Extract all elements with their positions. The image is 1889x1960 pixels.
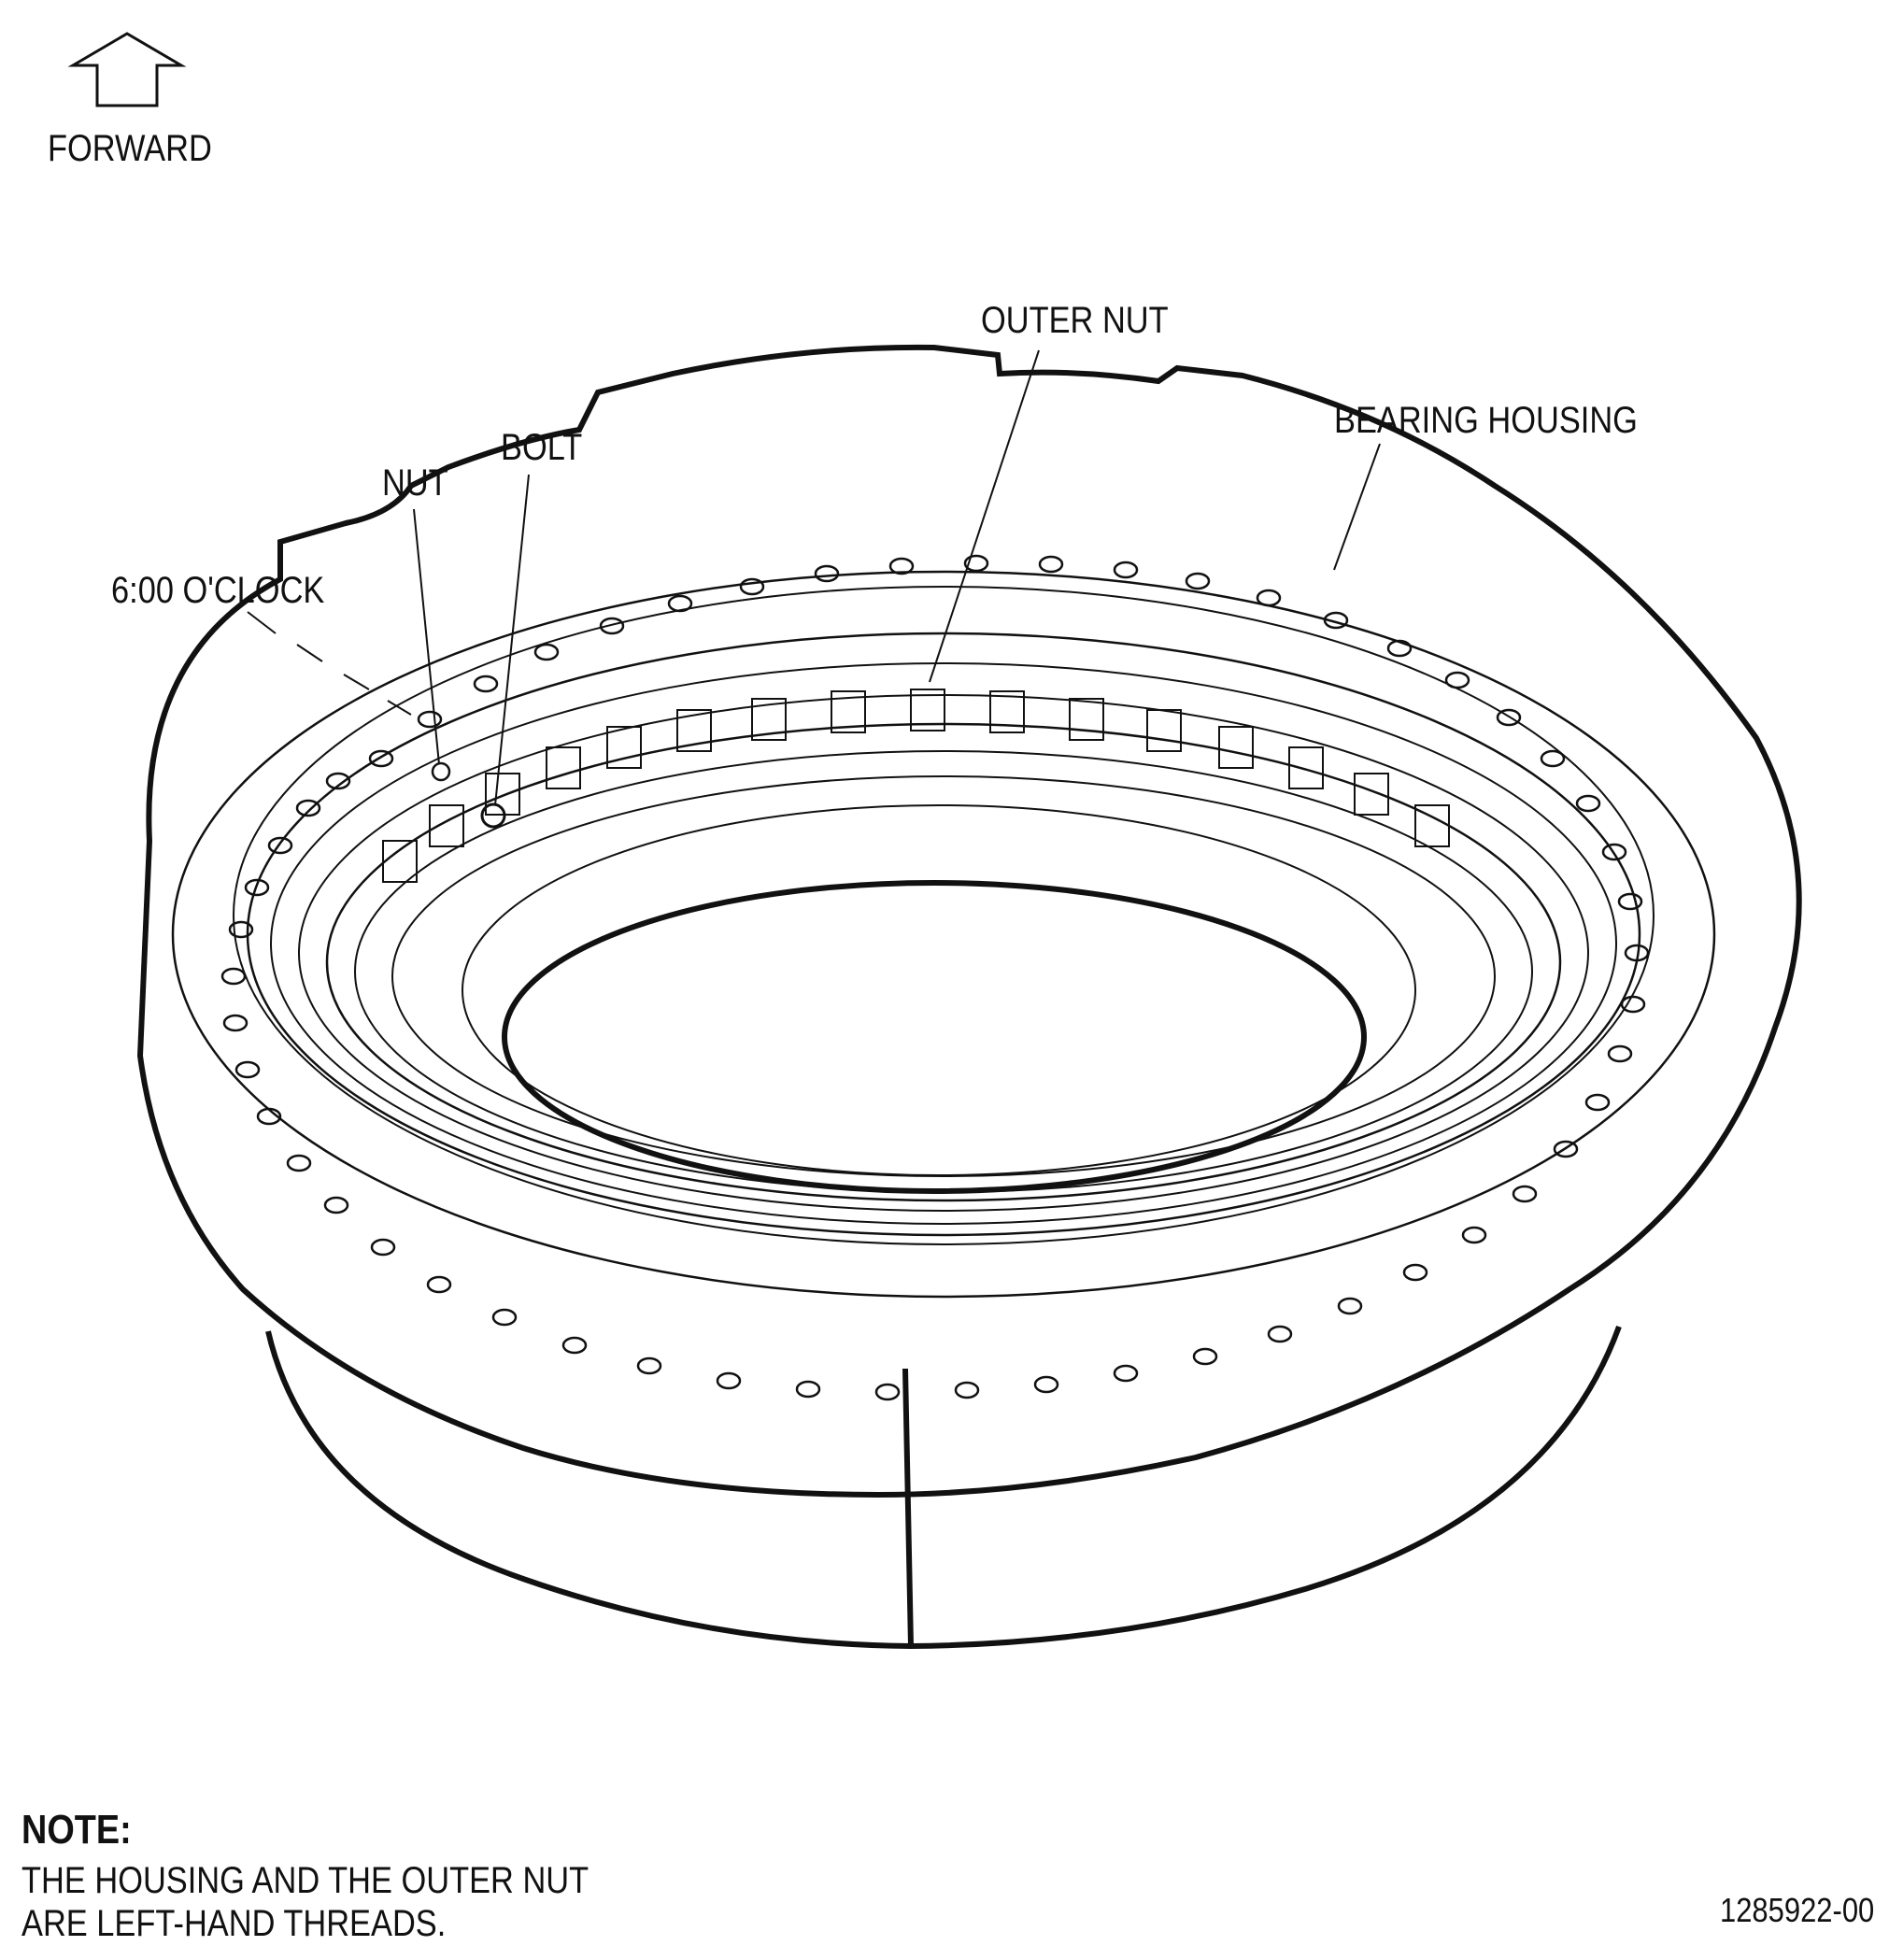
outer-nut-tabs bbox=[382, 689, 1450, 883]
note-title: NOTE: bbox=[21, 1807, 132, 1853]
nut-callout: NUT bbox=[382, 462, 448, 504]
up-arrow-icon bbox=[67, 32, 187, 107]
outer-nut-callout: OUTER NUT bbox=[981, 300, 1169, 341]
note-text-line-1: THE HOUSING AND THE OUTER NUT bbox=[21, 1860, 589, 1901]
bearing-housing bbox=[136, 344, 1802, 1650]
note-text-line-2: ARE LEFT-HAND THREADS. bbox=[21, 1903, 447, 1944]
bolt-head bbox=[480, 802, 506, 829]
flange-holes bbox=[220, 554, 1650, 1401]
clock-position-callout: 6:00 O'CLOCK bbox=[111, 570, 325, 611]
leader-lines bbox=[247, 349, 1381, 806]
figure-id: 1285922-00 bbox=[1720, 1891, 1875, 1929]
bearing-housing-callout: BEARING HOUSING bbox=[1334, 400, 1638, 441]
forward-label: FORWARD bbox=[48, 128, 212, 169]
nut-detail bbox=[431, 761, 451, 782]
bolt-callout: BOLT bbox=[501, 427, 583, 468]
